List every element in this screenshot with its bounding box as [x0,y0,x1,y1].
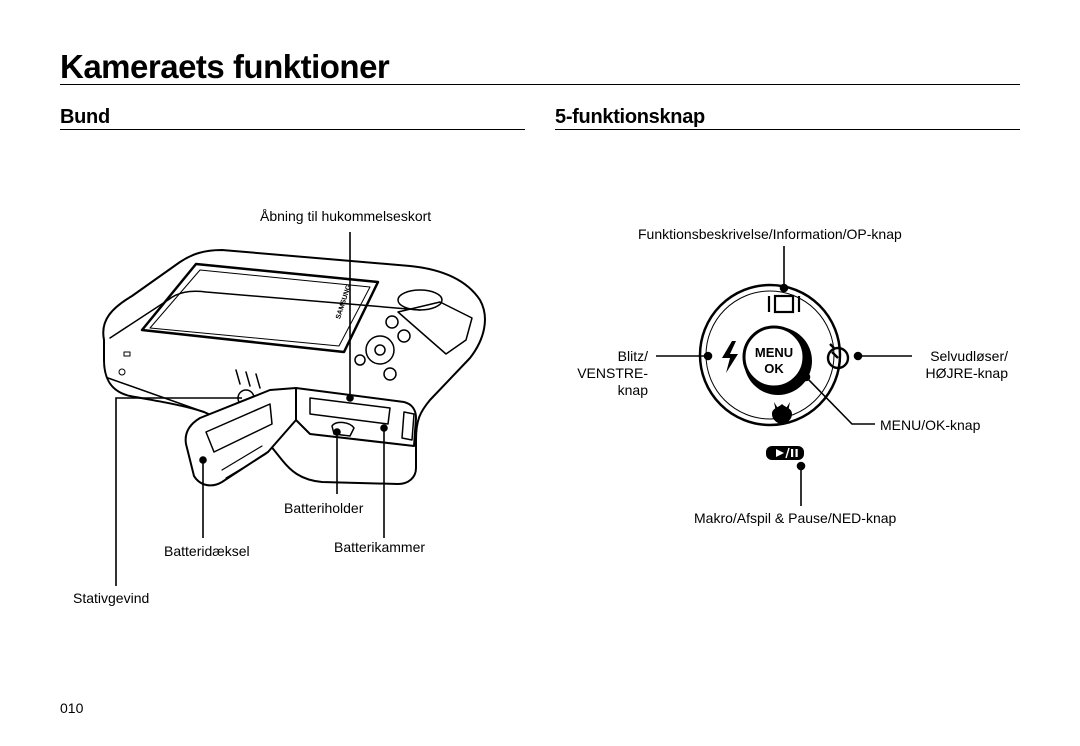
section-heading-bottom: Bund [60,106,110,128]
strap-eyelet [123,351,131,357]
battery-cover-ridges [221,445,267,479]
flash-icon [722,341,738,373]
label-battery-chamber: Batterikammer [334,539,426,555]
leader-battery-chamber-dot [380,424,388,432]
leader-tripod-socket [115,397,242,586]
five-function-leader-lines [656,246,912,506]
title-divider [60,84,1020,85]
battery-compartment [295,387,417,447]
mode-dial [397,289,443,311]
label-battery-cover: Batteridæksel [164,543,250,559]
label-flash-left-line2: VENSTRE- [577,365,648,381]
label-flash-left-line1: Blitz/ [617,348,648,364]
label-macro-play-down: Makro/Afspil & Pause/NED-knap [694,510,897,526]
info-display-icon [767,294,801,314]
leader-timer-dot [853,351,863,361]
bottom-leader-lines [115,232,388,586]
lcd-screen [140,262,380,354]
leader-macro-play-dot [796,461,806,471]
speaker-slots [235,369,261,389]
battery-latch [401,411,415,441]
label-flash-left: Blitz/ VENSTRE- knap [568,348,648,399]
macro-icon [772,402,792,424]
section-divider-bottom [60,129,525,130]
ok-button [742,325,806,389]
leader-menu-ok [805,376,875,425]
ok-text: OK [764,361,784,376]
memory-card-slot [309,397,391,425]
leader-flash-dot [703,351,713,361]
grip-area [397,301,473,355]
menu-text: MENU [755,345,793,360]
camera-body [102,249,486,485]
screw [118,368,126,376]
battery-holder-shape [331,421,355,437]
camera-dpad [365,335,395,365]
label-tripod-socket: Stativgevind [73,590,150,606]
label-timer-right: Selvudløser/ HØJRE-knap [900,348,1008,382]
label-function-info-op: Funktionsbeskrivelse/Information/OP-knap [638,226,902,242]
leader-battery-cover-dot [199,456,207,464]
label-battery-holder: Batteriholder [284,500,364,516]
self-timer-icon [826,343,850,370]
camera-button-1 [385,315,399,329]
camera-illustration [102,249,486,487]
camera-button-3 [354,354,366,366]
play-pause-icon [766,446,804,460]
section-divider-five-function [555,129,1020,130]
battery-cover-shape [184,387,297,487]
label-timer-right-line2: HØJRE-knap [925,365,1008,381]
five-function-button [698,283,842,427]
camera-button-2 [397,329,411,343]
page-number: 010 [60,700,84,716]
camera-button-4 [383,367,397,381]
section-heading-five-function: 5-funktionsknap [555,106,705,128]
lcd-screen-inner [149,269,371,347]
leader-memory-card-dot [346,394,354,402]
label-memory-card-opening: Åbning til hukommelseskort [260,208,432,224]
page-title: Kameraets funktioner [60,48,390,85]
leader-battery-holder-dot [333,428,341,436]
leader-info-op-dot [779,283,789,293]
label-flash-left-line3: knap [617,382,648,398]
label-timer-right-line1: Selvudløser/ [930,348,1008,364]
leader-menu-ok-dot [801,372,811,382]
camera-dpad-center [374,344,386,356]
label-menu-ok: MENU/OK-knap [880,417,981,433]
battery-cover-inner [205,403,273,453]
